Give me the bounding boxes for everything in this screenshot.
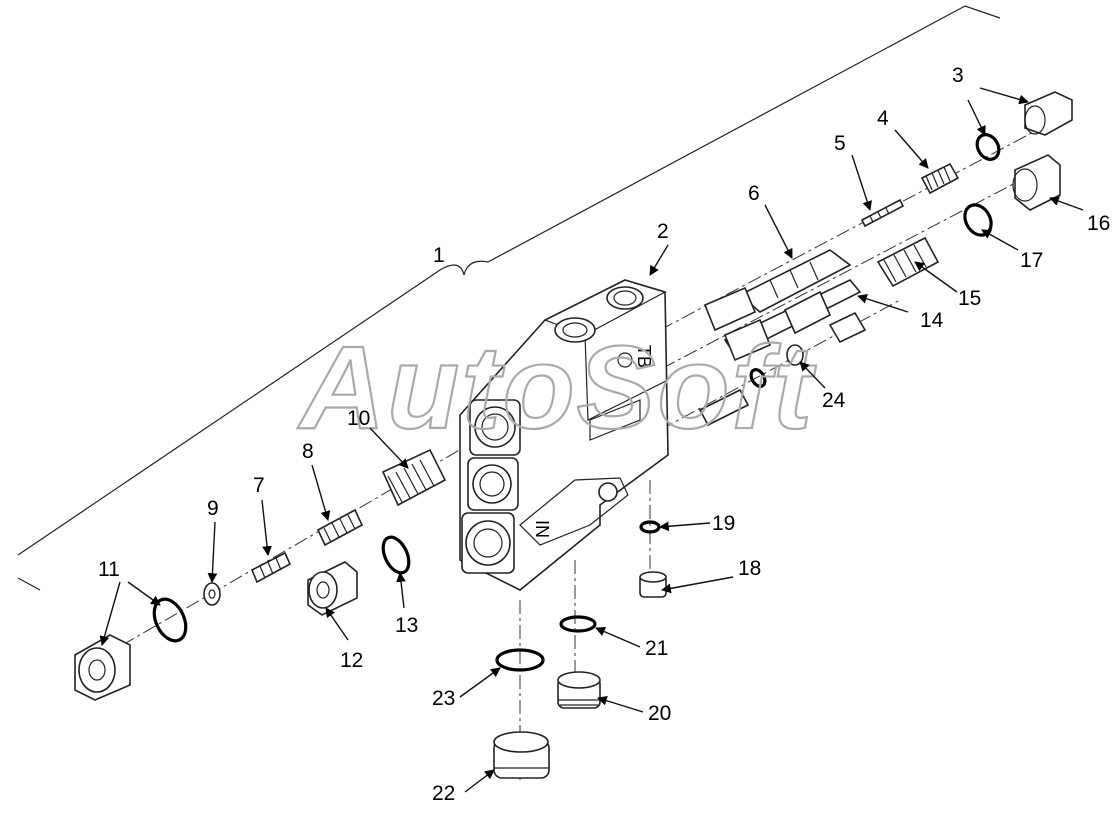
callout-16: 16 <box>1087 212 1110 235</box>
callout-18: 18 <box>738 557 761 580</box>
body-marking-top: TB <box>634 345 654 368</box>
o-ring-13 <box>381 535 411 575</box>
callout-4: 4 <box>877 107 889 130</box>
callout-8: 8 <box>302 440 314 463</box>
callout-12: 12 <box>340 649 363 672</box>
callout-13: 13 <box>395 614 418 637</box>
spring-8 <box>316 508 364 547</box>
callout-3: 3 <box>952 64 964 87</box>
plug-20 <box>557 671 601 709</box>
plug-3 <box>1024 91 1073 136</box>
callout-7: 7 <box>253 474 265 497</box>
callout-9: 9 <box>207 497 219 520</box>
callout-11: 11 <box>98 558 120 581</box>
pin-5 <box>860 198 905 228</box>
axis-top <box>659 117 1061 331</box>
washer-9 <box>203 582 221 606</box>
callout-17: 17 <box>1020 249 1043 272</box>
callout-1: 1 <box>433 244 445 267</box>
callout-2: 2 <box>657 220 669 243</box>
callout-15: 15 <box>958 287 981 310</box>
callout-20: 20 <box>648 702 671 725</box>
axis-left <box>99 414 521 659</box>
o-ring-3 <box>975 133 1001 161</box>
spring-4 <box>920 162 960 195</box>
plug-16 <box>1012 154 1061 211</box>
check-valve-24 <box>698 311 867 427</box>
assembly-bracket <box>17 5 1001 556</box>
callout-22: 22 <box>432 782 455 805</box>
leader-lines <box>99 87 1084 793</box>
spring-15 <box>876 236 940 288</box>
callout-labels: 1 2 3 4 5 6 7 8 9 10 11 12 13 14 15 16 1… <box>98 64 1110 805</box>
o-ring-19 <box>639 520 661 534</box>
body-marking-side: IN <box>532 520 552 538</box>
plug-22 <box>493 731 550 779</box>
callout-14: 14 <box>920 309 944 332</box>
spring-7 <box>250 551 292 584</box>
o-ring-21 <box>559 615 597 633</box>
spool-14 <box>723 279 862 362</box>
callout-23: 23 <box>432 687 455 710</box>
callout-5: 5 <box>834 132 846 155</box>
callout-10: 10 <box>347 407 370 430</box>
o-ring-17 <box>963 203 993 237</box>
o-ring-23 <box>495 648 545 672</box>
callout-19: 19 <box>712 512 735 535</box>
o-ring-24 <box>749 368 767 388</box>
spool-6 <box>703 249 852 332</box>
callout-24: 24 <box>822 389 846 412</box>
assembly-bracket-tail <box>17 577 41 591</box>
callout-6: 6 <box>748 182 760 205</box>
callout-21: 21 <box>645 637 668 660</box>
fitting-10 <box>381 448 447 507</box>
plug-18 <box>639 571 667 598</box>
nut-11 <box>74 634 131 701</box>
watermark: AutoSoft <box>297 322 817 454</box>
plug-12 <box>307 561 358 616</box>
valve-body: TB IN <box>459 279 669 591</box>
